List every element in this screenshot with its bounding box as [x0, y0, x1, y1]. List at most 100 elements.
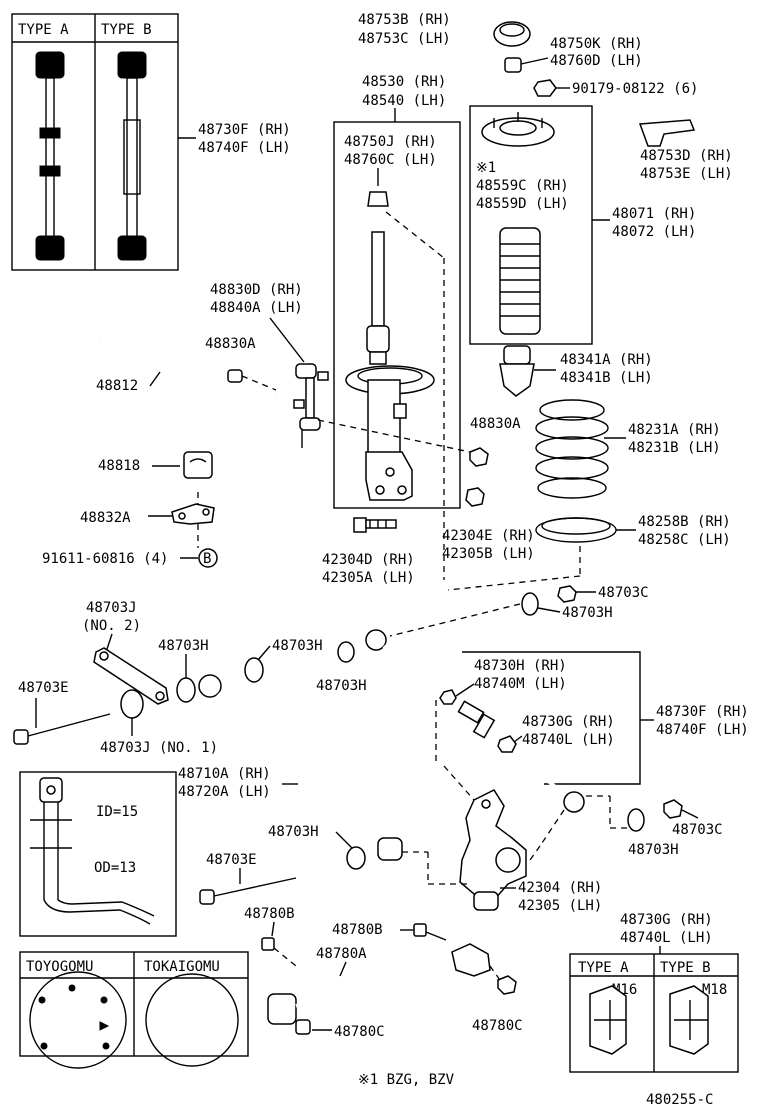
nut-48730g	[497, 735, 517, 753]
label-48730f-rh-top: 48730F (RH)	[198, 122, 291, 138]
label-48703h-4: 48703H	[316, 678, 367, 694]
label-48830d: 48830D (RH)	[210, 282, 303, 298]
label-42305b: 42305B (LH)	[442, 546, 535, 562]
label-48740f-lh-top: 48740F (LH)	[198, 140, 291, 156]
shock-absorber-box	[333, 121, 461, 509]
label-48840a: 48840A (LH)	[210, 300, 303, 316]
nut-m16-drawing	[589, 985, 627, 1055]
label-48740f-b: 48740F (LH)	[656, 722, 749, 738]
label-48740l-2: 48740L (LH)	[620, 930, 713, 946]
label-48753b: 48753B (RH)	[358, 12, 451, 28]
label-48703j-2-no: (NO. 2)	[82, 618, 141, 634]
washer-48703h-mid-right	[337, 641, 355, 663]
label-48710a: 48710A (RH)	[178, 766, 271, 782]
label-42304d: 42304D (RH)	[322, 552, 415, 568]
label-48780b-2: 48780B	[332, 922, 383, 938]
label-48703e-2: 48703E	[206, 852, 257, 868]
label-48559d: 48559D (LH)	[476, 196, 569, 212]
nut-48703c-right	[663, 799, 683, 819]
nut-42304e	[465, 487, 485, 507]
rod-48780a	[267, 943, 491, 1035]
label-48830a-2: 48830A	[470, 416, 521, 432]
label-48530: 48530 (RH)	[362, 74, 446, 90]
stabilizer-link-drawing	[227, 363, 471, 453]
label-48703h-6: 48703H	[628, 842, 679, 858]
bolt-48703e-lower	[199, 877, 297, 905]
nut-48780c-right	[489, 965, 517, 995]
label-48730f-b: 48730F (RH)	[656, 704, 749, 720]
dust-boot-drawing	[499, 227, 541, 335]
shock-absorber-drawing	[345, 168, 445, 580]
label-48750k: 48750K (RH)	[550, 36, 643, 52]
label-48703h-3: 48703H	[272, 638, 323, 654]
label-48341b: 48341B (LH)	[560, 370, 653, 386]
nut-type-box	[569, 953, 739, 1073]
label-48818: 48818	[98, 458, 140, 474]
knuckle-42304	[435, 700, 527, 911]
label-m18: M18	[702, 982, 727, 998]
spring-seat-box	[469, 105, 593, 345]
label-48258b: 48258B (RH)	[638, 514, 731, 530]
coil-spring-drawing	[535, 399, 609, 499]
link-type-b-drawing	[117, 51, 147, 261]
label-48231a: 48231A (RH)	[628, 422, 721, 438]
cam-48703j-1	[120, 689, 144, 719]
label-48760d: 48760D (LH)	[550, 53, 643, 69]
ref-b-letter: B	[203, 551, 211, 567]
toyogomu-bushing-drawing	[29, 971, 127, 1069]
tokaigomu-bushing-drawing	[145, 973, 239, 1067]
link-type-a-header: TYPE A	[18, 22, 69, 38]
bump-stopper-drawing	[499, 345, 556, 397]
label-od13: OD=13	[94, 860, 136, 876]
label-48720a: 48720A (LH)	[178, 784, 271, 800]
label-42304e: 42304E (RH)	[442, 528, 535, 544]
label-48780b-1: 48780B	[244, 906, 295, 922]
washer-48703h-lower	[346, 846, 366, 870]
label-48071: 48071 (RH)	[612, 206, 696, 222]
label-tokaigomu: TOKAIGOMU	[144, 959, 220, 975]
label-48231b: 48231B (LH)	[628, 440, 721, 456]
bolt-48780b-left	[261, 937, 297, 967]
upper-arm-lower-part	[518, 754, 585, 813]
bracket-48753d	[638, 119, 696, 147]
bolt-42304d	[353, 517, 397, 533]
label-48559c: 48559C (RH)	[476, 178, 569, 194]
label-48540: 48540 (LH)	[362, 93, 446, 109]
label-48341a: 48341A (RH)	[560, 352, 653, 368]
upper-cap-48753b	[493, 21, 531, 47]
note-bzg-bzv: ※1 BZG, BZV	[358, 1072, 455, 1088]
nut-90179	[533, 79, 570, 97]
label-48780c-1: 48780C	[334, 1024, 385, 1040]
label-48703h-1: 48703H	[562, 605, 613, 621]
label-48730g-1: 48730G (RH)	[522, 714, 615, 730]
label-48740m: 48740M (LH)	[474, 676, 567, 692]
nut-type-b-header: TYPE B	[660, 960, 711, 976]
label-42305a: 42305A (LH)	[322, 570, 415, 586]
label-mark1: ※1	[476, 160, 496, 176]
adjusting-box	[462, 651, 654, 785]
label-48703e-1: 48703E	[18, 680, 69, 696]
upper-arm-48730h	[365, 629, 457, 705]
label-48703h-2: 48703H	[158, 638, 209, 654]
nut-48750k	[504, 57, 549, 73]
nut-m18-drawing	[669, 985, 709, 1055]
link-type-b-header: TYPE B	[101, 22, 152, 38]
label-48753d: 48753D (RH)	[640, 148, 733, 164]
label-48780a: 48780A	[316, 946, 367, 962]
label-48072: 48072 (LH)	[612, 224, 696, 240]
upper-support-drawing	[481, 112, 555, 147]
nut-48830a	[469, 447, 489, 467]
label-90179: 90179-08122 (6)	[572, 81, 698, 97]
label-48703h-5: 48703H	[268, 824, 319, 840]
adjust-bolt	[457, 700, 496, 739]
label-toyogomu: TOYOGOMU	[26, 959, 93, 975]
ref-b-circle	[198, 548, 218, 568]
link-type-a-drawing	[35, 51, 65, 261]
label-48830a-1: 48830A	[205, 336, 256, 352]
label-48258c: 48258C (LH)	[638, 532, 731, 548]
label-48780c-2: 48780C	[472, 1018, 523, 1034]
bushing-48818	[183, 451, 213, 479]
label-48703j-1: 48703J (NO. 1)	[100, 740, 218, 756]
stabilizer-bar-drawing	[99, 337, 278, 423]
